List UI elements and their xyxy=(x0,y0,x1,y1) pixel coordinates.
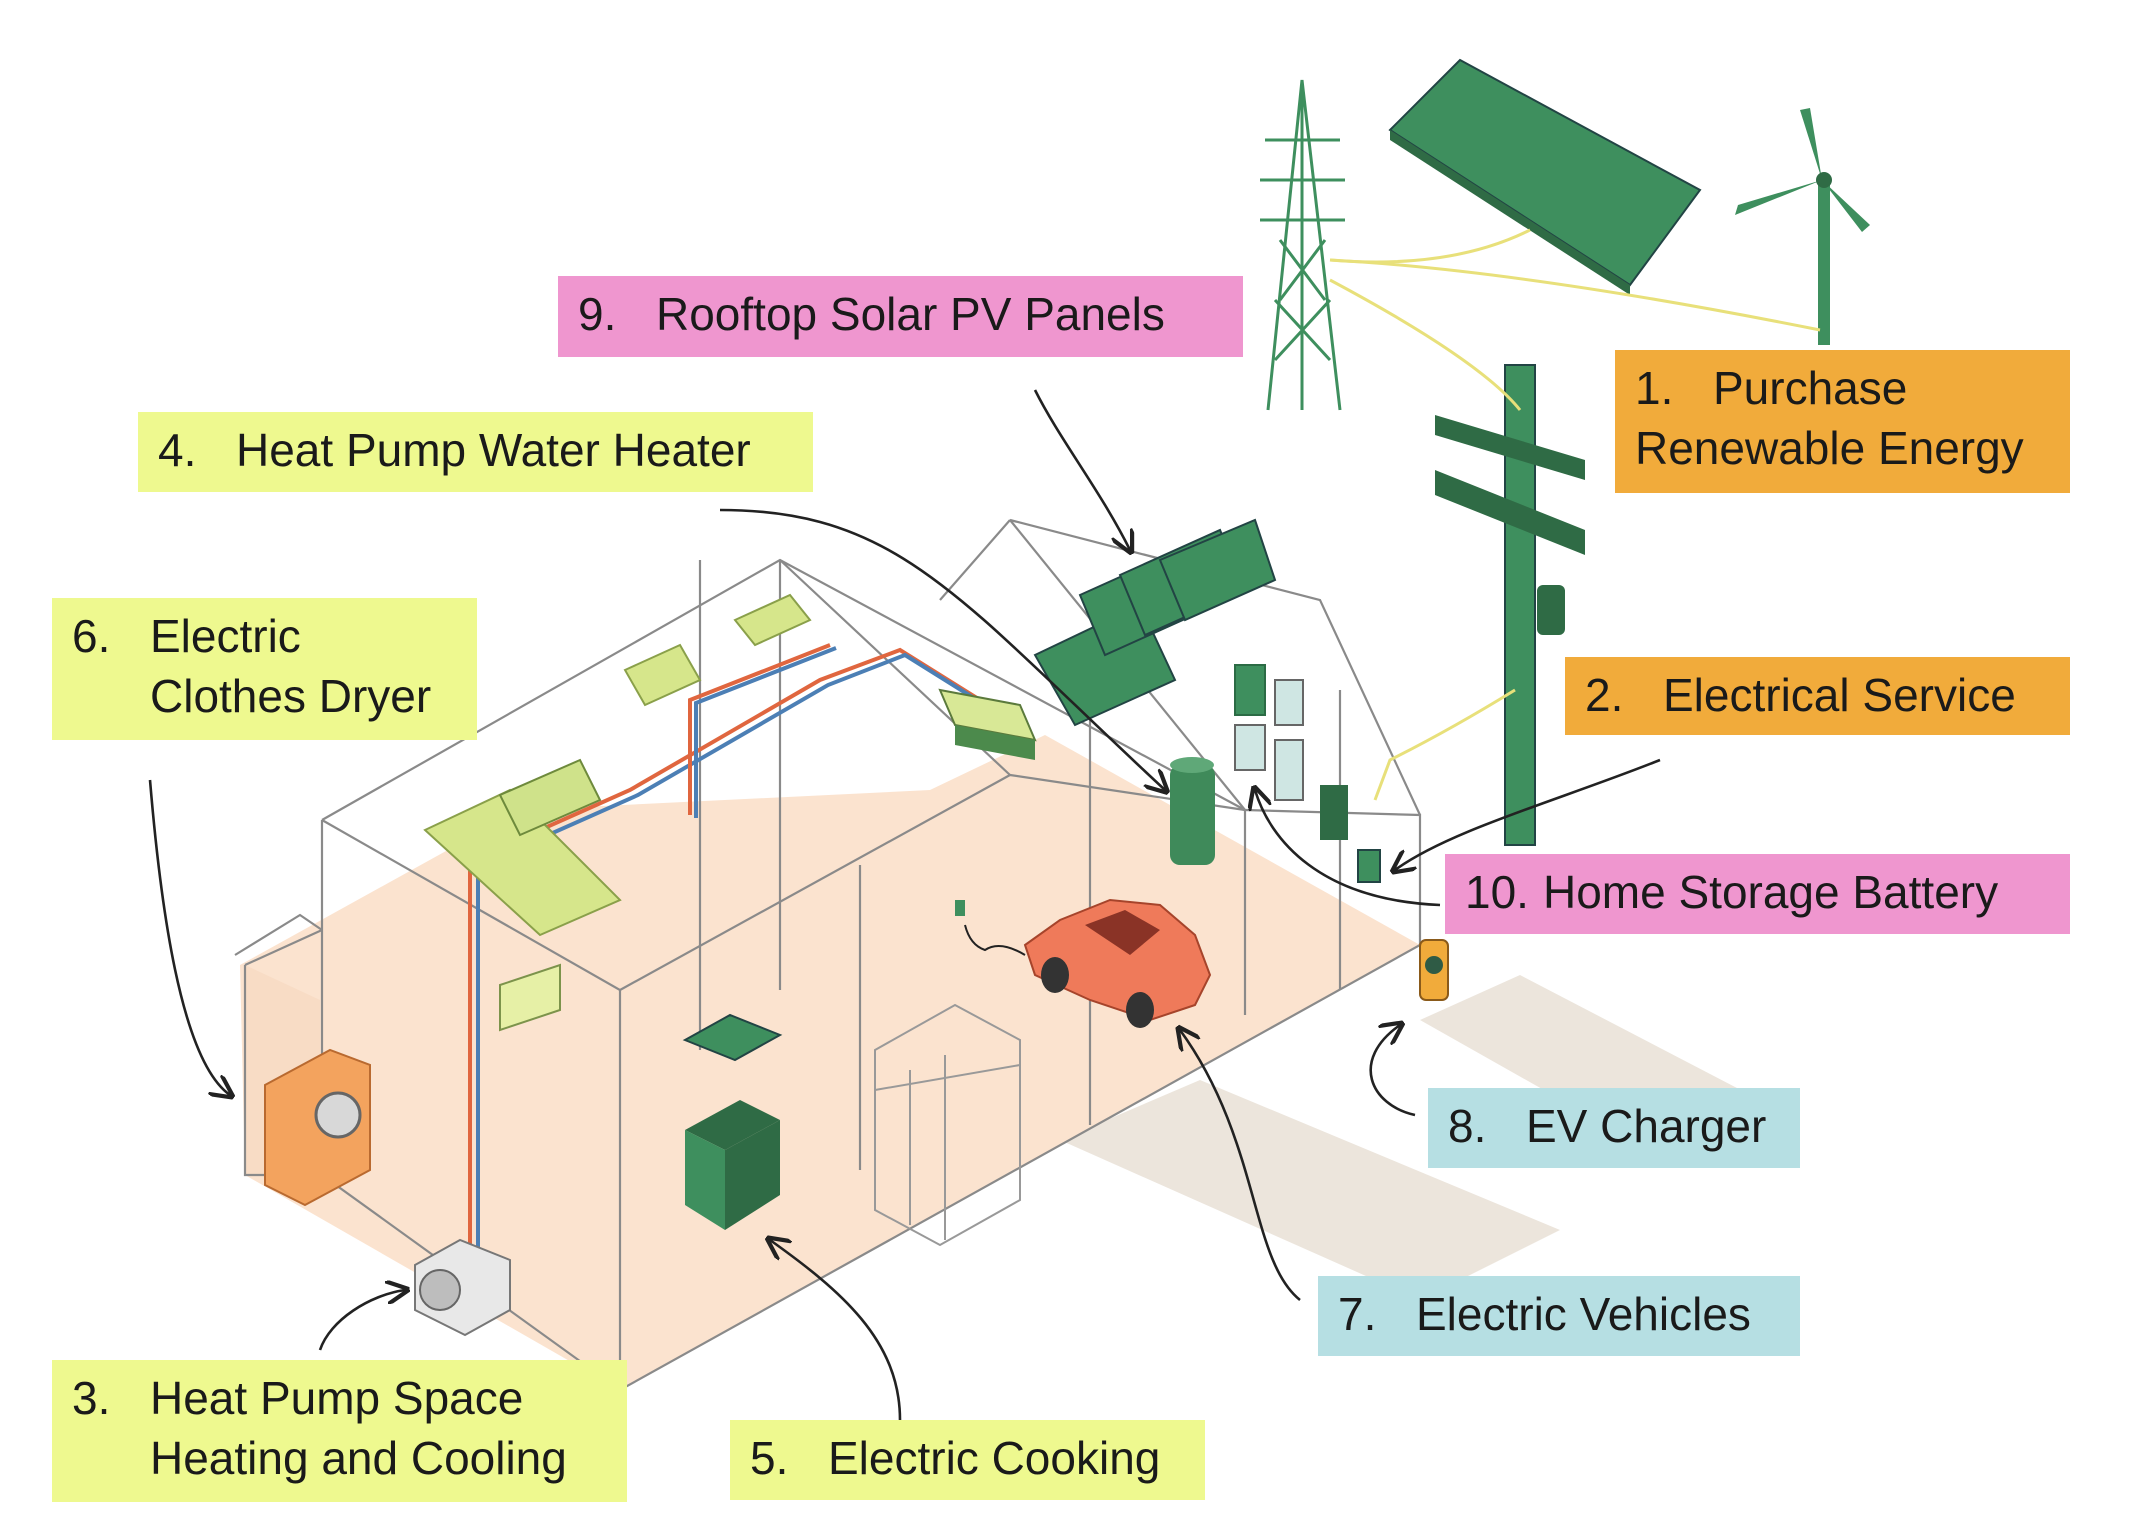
label-number: 10. xyxy=(1465,866,1529,918)
electric-stove xyxy=(685,1100,780,1230)
ductwork xyxy=(423,593,812,937)
range-hood-fan xyxy=(682,1013,783,1062)
label-number: 8. xyxy=(1448,1100,1487,1152)
label-text-line1: Purchase xyxy=(1713,362,1908,414)
arrow-rooftop-solar xyxy=(1033,389,1130,550)
label-text-line1: Heat Pump Water Heater xyxy=(236,424,751,476)
label-rooftop-solar-pv-panels: 9. Rooftop Solar PV Panels xyxy=(558,276,1243,357)
wind-turbine xyxy=(1735,108,1870,345)
label-text-line1: Electrical Service xyxy=(1663,669,2016,721)
label-electrical-service: 2. Electrical Service xyxy=(1565,657,2070,735)
label-text-line1: Electric Vehicles xyxy=(1416,1288,1751,1340)
callout-arrows xyxy=(148,389,1661,1421)
ev-charger-unit xyxy=(1419,939,1449,1001)
label-home-storage-battery: 10. Home Storage Battery xyxy=(1445,854,2070,934)
electric-car xyxy=(955,898,1212,1028)
label-number: 9. xyxy=(578,288,617,340)
label-heat-pump-water-heater: 4. Heat Pump Water Heater xyxy=(138,412,813,492)
utility-pole xyxy=(1435,364,1585,846)
clothes-dryer xyxy=(264,1048,371,1207)
label-number: 2. xyxy=(1585,669,1624,721)
label-number: 3. xyxy=(72,1372,111,1424)
arrow-ev-charger xyxy=(1369,1025,1416,1117)
indoor-ac-unit xyxy=(938,688,1037,760)
transmission-tower xyxy=(1260,79,1345,411)
label-heat-pump-space-heating-cooling: 3. Heat Pump Space Heating and Cooling xyxy=(52,1360,627,1502)
label-number: 5. xyxy=(750,1432,789,1484)
label-electric-vehicles: 7. Electric Vehicles xyxy=(1318,1276,1800,1356)
water-heater xyxy=(1170,757,1215,865)
rooftop-solar-array xyxy=(1033,518,1277,727)
label-text-line1: Heat Pump Space xyxy=(150,1372,524,1424)
label-text-line2: Clothes Dryer xyxy=(150,670,432,722)
label-number: 4. xyxy=(158,424,197,476)
arrow-water-heater xyxy=(719,508,1165,790)
arrow-electric-cooking xyxy=(770,1240,902,1421)
arrow-home-storage-battery xyxy=(1255,790,1441,907)
label-electric-clothes-dryer: 6. Electric Clothes Dryer xyxy=(52,598,477,740)
label-text-line1: EV Charger xyxy=(1526,1100,1767,1152)
label-purchase-renewable-energy: 1. Purchase xyxy=(1615,350,2070,493)
label-electric-cooking: 5. Electric Cooking xyxy=(730,1420,1205,1500)
wall-heater xyxy=(499,963,561,1032)
label-purchase-renewable-energy-line2: Renewable Energy xyxy=(1615,410,2070,493)
label-text-line1: Electric Cooking xyxy=(828,1432,1161,1484)
solar-farm xyxy=(1388,58,1702,295)
label-number: 1. xyxy=(1635,362,1674,414)
label-text-line1: Home Storage Battery xyxy=(1543,866,1999,918)
label-text-line1: Electric xyxy=(150,610,301,662)
label-text-line2: Heating and Cooling xyxy=(150,1432,567,1484)
outdoor-heat-pump xyxy=(414,1238,511,1337)
electrical-panels xyxy=(1234,664,1381,883)
driveway-shadow xyxy=(1060,1080,1560,1300)
label-number: 6. xyxy=(72,610,111,662)
arrow-clothes-dryer xyxy=(148,779,230,1095)
power-lines xyxy=(1329,228,1821,801)
doorway xyxy=(874,1003,1021,1247)
label-number: 7. xyxy=(1338,1288,1377,1340)
label-text-line1: Rooftop Solar PV Panels xyxy=(656,288,1165,340)
arrow-electrical-service xyxy=(1395,758,1661,870)
label-text-line2: Renewable Energy xyxy=(1635,422,2024,474)
arrow-electric-vehicles xyxy=(1180,1030,1301,1302)
arrow-heat-pump-space xyxy=(318,1290,405,1351)
label-ev-charger: 8. EV Charger xyxy=(1428,1088,1800,1168)
